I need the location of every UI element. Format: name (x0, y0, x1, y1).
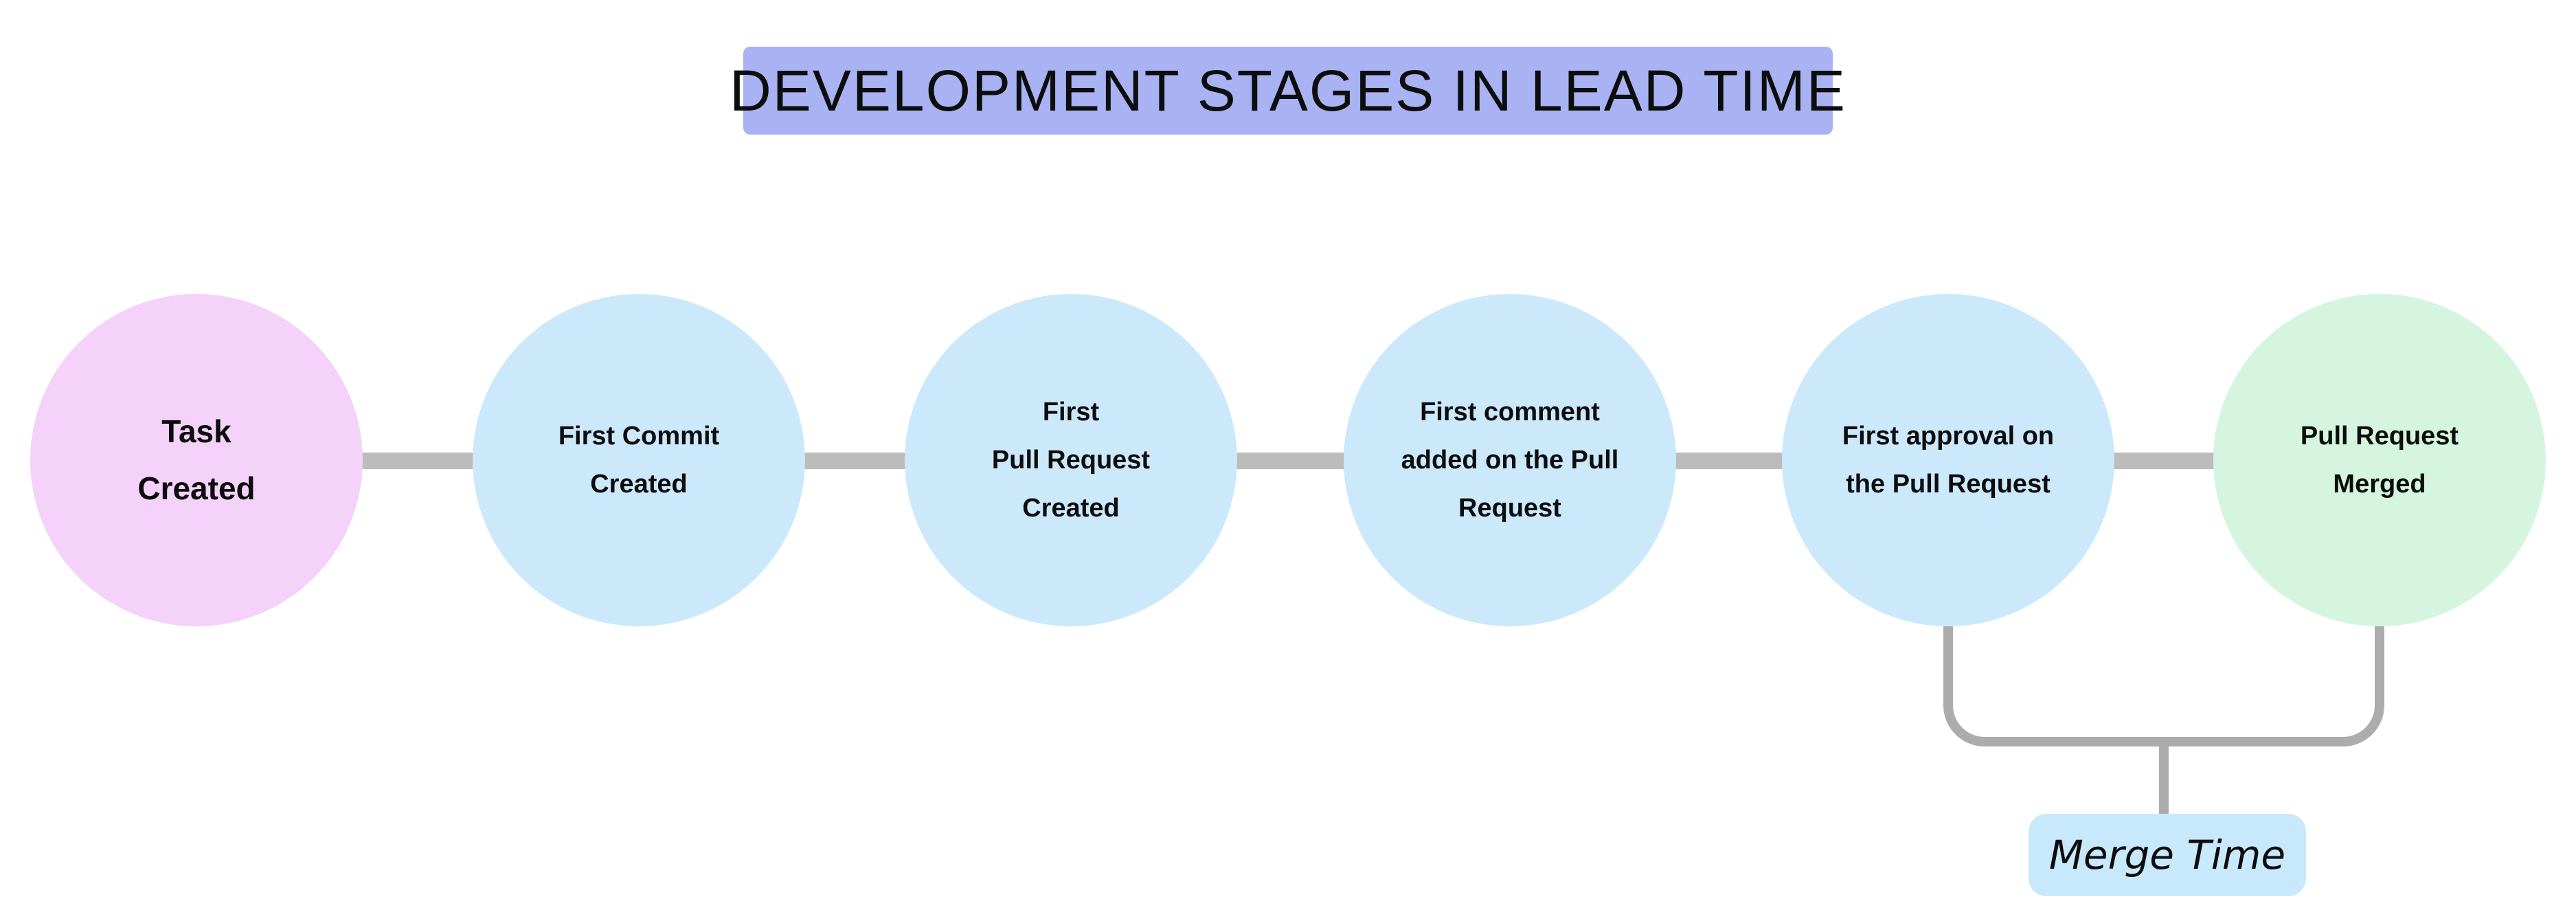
stage-circle-task-created: Task Created (30, 294, 363, 626)
stage-circle-first-commit-created: First Commit Created (473, 294, 805, 626)
merge-time-bracket (1943, 626, 2384, 747)
diagram-title: DEVELOPMENT STAGES IN LEAD TIME (730, 47, 1845, 135)
merge-time-bracket-stem (2159, 745, 2169, 815)
stage-circle-first-comment-added: First comment added on the Pull Request (1344, 294, 1676, 626)
merge-time-label: Merge Time (2029, 814, 2306, 896)
stage-circle-first-pull-request-created: First Pull Request Created (905, 294, 1237, 626)
stage-circle-pull-request-merged: Pull Request Merged (2213, 294, 2546, 626)
stage-circle-first-approval: First approval on the Pull Request (1782, 294, 2114, 626)
